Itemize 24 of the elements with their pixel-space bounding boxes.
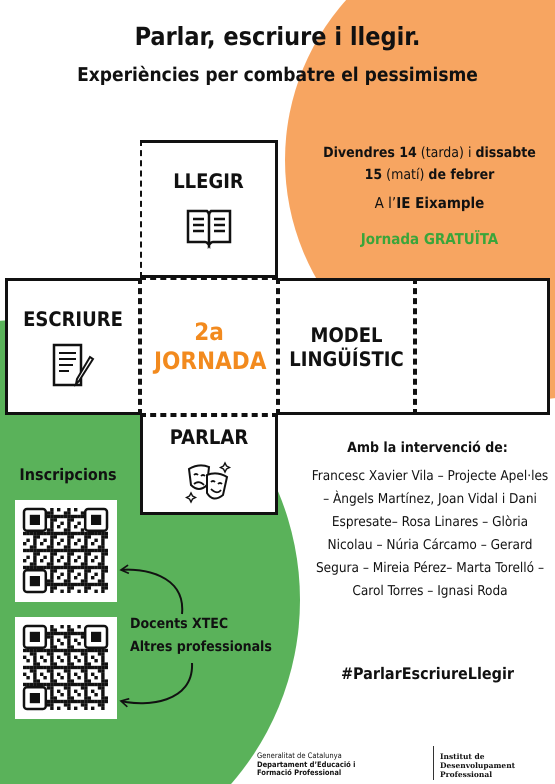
qr-code (15, 500, 117, 602)
cell-heading: ESCRIURE (23, 306, 123, 330)
cell-heading: MODEL LINGÜÍSTIC (288, 322, 405, 370)
panel (140, 278, 278, 415)
panel (278, 278, 415, 415)
panel (140, 140, 278, 278)
speakers-heading: Amb la intervenció de: (346, 440, 509, 456)
panel (415, 278, 550, 415)
free-event-text: Jornada GRATUÏTA (359, 230, 500, 248)
curved-arrow (120, 662, 193, 708)
date-text: Divendres 14 (tarda) i dissabte 15 (matí) de febrer (322, 144, 537, 186)
venue-text: A l’IE Eixample (374, 194, 486, 212)
hashtag: #ParlarEscriureLlegir (340, 664, 516, 683)
curved-arrow (120, 564, 184, 614)
cell-heading: LLEGIR (173, 169, 244, 193)
cell-heading: PARLAR (170, 424, 248, 448)
qr-code (15, 617, 117, 719)
panel (5, 278, 140, 415)
speakers-list: Francesc Xavier Vila – Projecte Apel·les – Àngels Martínez, Joan Vidal i Dani Espresate– Rosa Linares – Glòria Nicolau – Núria Cárcamo – Gerard Segura – Mireia Pérez– Marta Torelló – Carol Torres – Ignasi Roda (310, 465, 550, 603)
note-text: Docents XTEC (130, 616, 280, 638)
cell-heading: 2a JORNADA (154, 318, 264, 376)
panel (140, 415, 278, 515)
note-text: Altres professionals (130, 639, 280, 661)
registration-heading: Inscripcions (18, 465, 118, 484)
